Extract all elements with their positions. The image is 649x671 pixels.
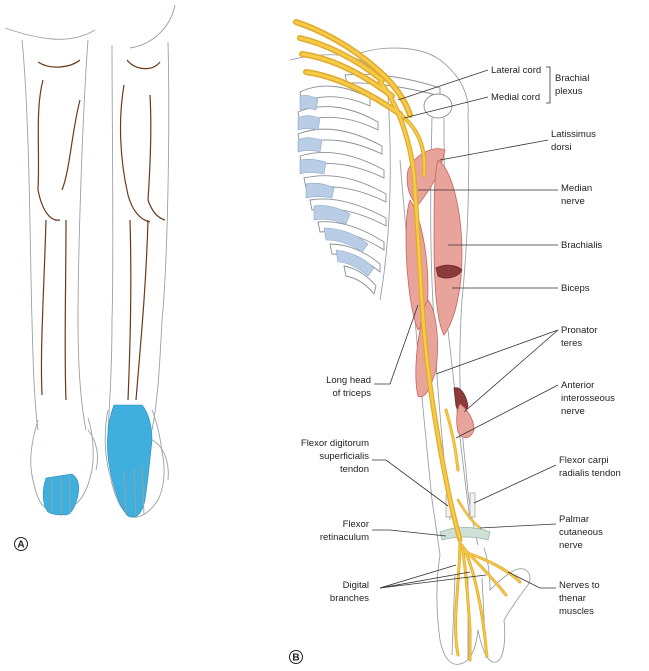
label-palmar-line3: nerve bbox=[559, 540, 583, 551]
label-long-head-line2: of triceps bbox=[332, 388, 371, 399]
label-brachial-plexus-line2: plexus bbox=[555, 86, 583, 97]
label-digital-line1: Digital bbox=[343, 580, 369, 591]
label-anterior-line1: Anterior bbox=[561, 380, 594, 391]
label-digital-line2: branches bbox=[330, 593, 369, 604]
panel-a-letter: A bbox=[17, 540, 24, 551]
humeral-head bbox=[423, 93, 453, 119]
fcr-tendon bbox=[469, 492, 476, 518]
label-fcr-line2: radialis tendon bbox=[559, 468, 621, 479]
label-palmar-line2: cutaneous bbox=[559, 527, 603, 538]
label-anterior-line2: interosseous bbox=[561, 393, 615, 404]
label-flexor-ret-line1: Flexor bbox=[343, 519, 369, 530]
label-thenar-line1: Nerves to bbox=[559, 580, 600, 591]
label-fcr-line1: Flexor carpi bbox=[559, 455, 609, 466]
label-thenar-line3: muscles bbox=[559, 606, 594, 617]
panel-a-marker bbox=[14, 537, 28, 551]
label-median-line1: Median bbox=[561, 183, 592, 194]
label-median-line2: nerve bbox=[561, 196, 585, 207]
panel-a-dermatome-arms: A bbox=[4, 4, 176, 551]
label-fds-line1: Flexor digitorum bbox=[301, 438, 369, 449]
label-pronator-line1: Pronator bbox=[561, 325, 597, 336]
label-brachial-plexus-line1: Brachial bbox=[555, 73, 589, 84]
label-medial-cord: Medial cord bbox=[491, 92, 540, 103]
biceps-muscle bbox=[433, 159, 463, 336]
label-fds-line2: superficialis bbox=[319, 451, 369, 462]
label-flexor-ret-line2: retinaculum bbox=[320, 532, 369, 543]
biceps-tendon-cut bbox=[435, 264, 463, 279]
panel-b-median-nerve-anatomy: Lateral cord Medial cord Brachial plexus… bbox=[289, 19, 621, 665]
label-anterior-line3: nerve bbox=[561, 406, 585, 417]
leader-lines bbox=[372, 66, 559, 589]
label-palmar-line1: Palmar bbox=[559, 514, 589, 525]
panel-b-marker bbox=[289, 650, 303, 664]
label-long-head-line1: Long head bbox=[326, 375, 371, 386]
pronator-teres-lower bbox=[456, 403, 475, 439]
label-thenar-line2: thenar bbox=[559, 593, 586, 604]
median-nerve-path bbox=[293, 19, 522, 662]
label-fds-line3: tendon bbox=[340, 464, 369, 475]
label-biceps: Biceps bbox=[561, 283, 590, 294]
label-brachialis: Brachialis bbox=[561, 240, 602, 251]
labels: Lateral cord Medial cord Brachial plexus… bbox=[301, 65, 621, 617]
label-latissimus-line1: Latissimus bbox=[551, 129, 596, 140]
panel-b-letter: B bbox=[292, 653, 299, 664]
label-latissimus-line2: dorsi bbox=[551, 142, 572, 153]
label-lateral-cord: Lateral cord bbox=[491, 65, 541, 76]
label-pronator-line2: teres bbox=[561, 338, 582, 349]
flexor-retinaculum bbox=[439, 527, 491, 541]
